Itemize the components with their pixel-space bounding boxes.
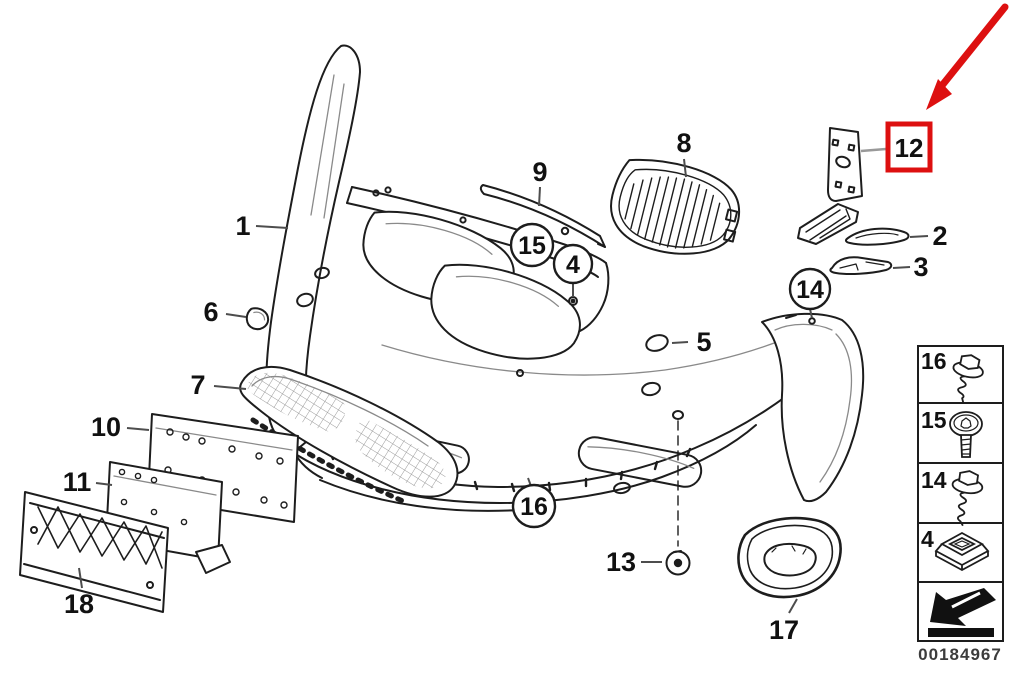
- square-clip-nut-icon: [934, 531, 990, 572]
- oval-clip-part: [645, 334, 669, 352]
- legend-label-15: 15: [921, 407, 947, 433]
- callout-13: 13: [606, 547, 636, 577]
- bumper-right-corner: [761, 312, 865, 503]
- kidney-grille-part: [610, 158, 741, 255]
- callout-8: 8: [676, 128, 691, 158]
- callout-1: 1: [235, 211, 250, 241]
- direction-arrow-icon: [928, 588, 996, 637]
- callout-2: 2: [932, 221, 947, 251]
- tow-cover-seal-part: [737, 516, 842, 599]
- legend-label-4: 4: [921, 526, 934, 552]
- callout-16-circle: 16: [511, 483, 557, 529]
- support-strip-3-part: [829, 256, 893, 275]
- callout-17: 17: [769, 615, 799, 645]
- svg-text:16: 16: [520, 493, 548, 521]
- callout-18: 18: [64, 589, 94, 619]
- legend-label-16: 16: [921, 348, 947, 374]
- svg-text:15: 15: [518, 232, 546, 260]
- hex-flange-screw-long-icon: [951, 470, 984, 527]
- grommet-screw-part: [665, 410, 691, 576]
- callout-7: 7: [190, 370, 205, 400]
- support-strip-2-part: [844, 227, 910, 246]
- callout-9: 9: [532, 157, 547, 187]
- trim-strip-part: [479, 184, 606, 248]
- callout-3: 3: [913, 252, 928, 282]
- torx-pan-screw-icon: [949, 411, 983, 458]
- callout-11: 11: [63, 467, 92, 497]
- impact-absorber-part: [19, 491, 169, 613]
- callout-4-circle: 4: [552, 243, 594, 285]
- red-pointer-arrow: [926, 3, 1009, 110]
- callout-14-circle: 14: [788, 267, 832, 311]
- callout-10: 10: [91, 412, 121, 442]
- callout-6: 6: [203, 297, 218, 327]
- lower-mesh-grille-part: [239, 365, 459, 505]
- svg-text:4: 4: [566, 251, 580, 279]
- callout-5: 5: [696, 327, 711, 357]
- callout-leader-lines: [78, 147, 929, 614]
- cap-part: [245, 307, 270, 331]
- svg-text:14: 14: [796, 276, 824, 304]
- callout-12-highlight-box: 12: [885, 121, 933, 173]
- callouts: 1 2 3 5 6 7 8 9 10 11 13 17 18 4 14 15 1…: [63, 121, 948, 645]
- grille-carrier-panel: [346, 186, 610, 360]
- bumper-cover-horn: [265, 44, 361, 453]
- side-bracket-part: [797, 127, 863, 245]
- diagram-part-number: 00184967: [918, 645, 1002, 664]
- hex-flange-screw-icon: [952, 354, 984, 403]
- svg-text:12: 12: [895, 133, 924, 163]
- callout-15-circle: 15: [509, 222, 555, 268]
- legend-label-14: 14: [921, 467, 947, 493]
- fastener-legend: 16 15 14 4: [917, 345, 1004, 664]
